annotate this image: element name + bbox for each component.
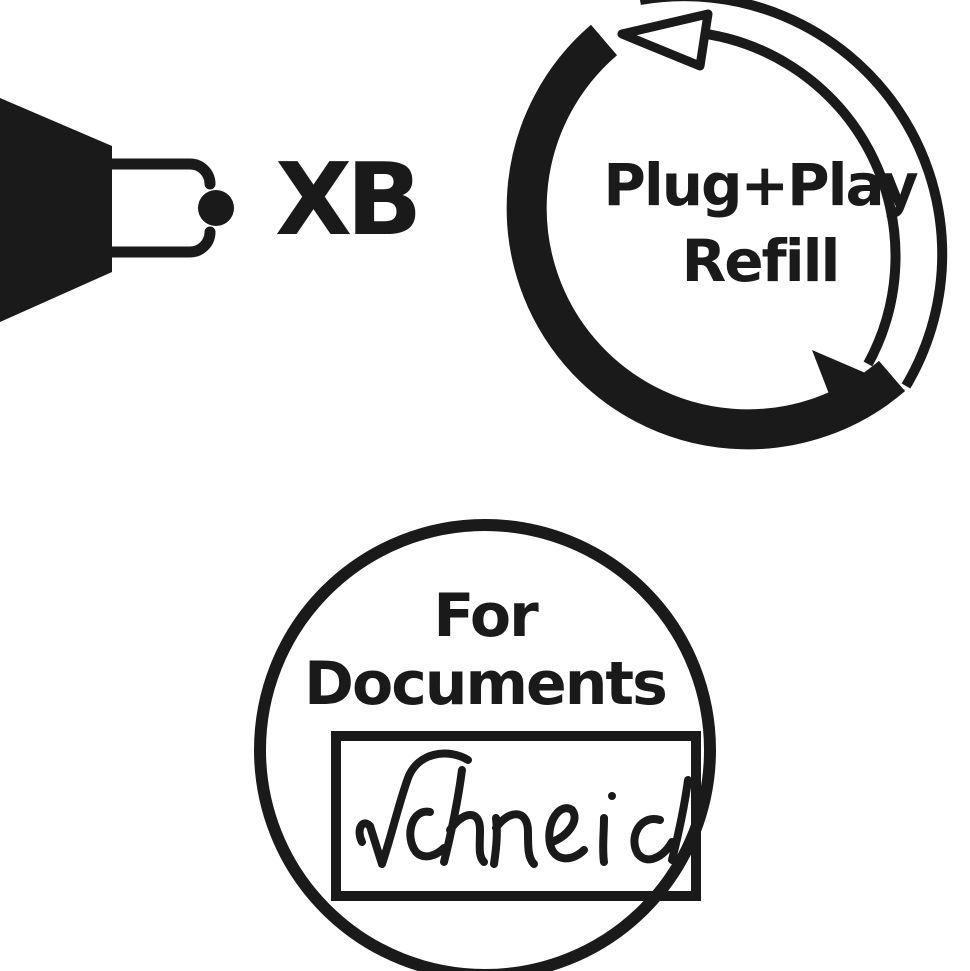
refill-title-line-1: Plug+Play	[603, 151, 918, 219]
documents-title-line-2: Documents	[304, 649, 668, 719]
signature-icon	[355, 749, 692, 868]
circular-arrows-icon	[506, 0, 948, 450]
tip-size-label: XB	[275, 141, 422, 258]
document-circle	[254, 519, 716, 971]
pen-tip-icon	[0, 98, 234, 322]
refill-title-line-2: Refill	[681, 227, 841, 295]
documents-title-line-1: For	[433, 581, 538, 651]
